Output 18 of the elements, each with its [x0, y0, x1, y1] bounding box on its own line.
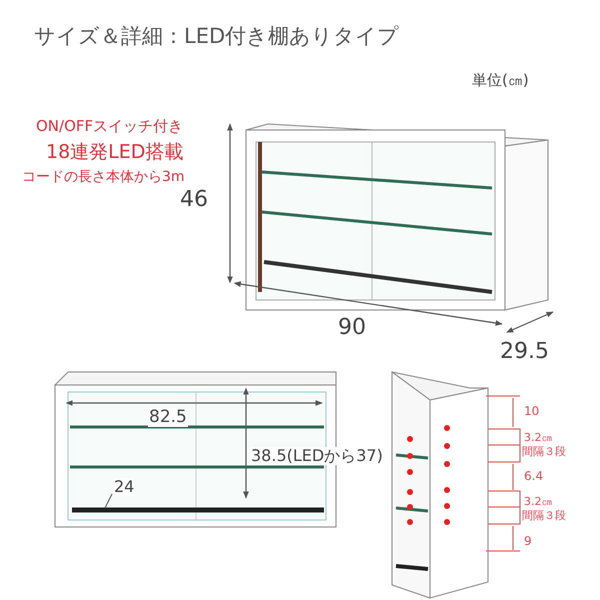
dimension-value: 82.5 [148, 408, 188, 427]
dimension-value: 38.5(LEDから37) [250, 447, 384, 465]
feature-note: ON/OFFスイッチ付き [36, 118, 184, 134]
dimension-value: 6.4 [524, 470, 544, 484]
dimension-value: 10 [524, 405, 540, 418]
dimension-value: 9 [524, 535, 532, 548]
dimension-value: 間隔３段 [522, 446, 566, 458]
dimension-value: 間隔３段 [522, 510, 566, 522]
dimension-value: 3.2㎝ [524, 432, 552, 444]
dimension-value: 29.5 [500, 340, 549, 364]
dimension-value: 90 [338, 316, 366, 340]
unit-note: 単位(㎝) [472, 72, 529, 88]
feature-note: コードの長さ本体から3m [22, 170, 185, 186]
dimension-value: 24 [113, 478, 136, 496]
dimension-value: 46 [180, 188, 208, 212]
feature-note: 18連発LED搭載 [46, 142, 184, 163]
dimension-value: 3.2㎝ [524, 496, 552, 508]
title: サイズ＆詳細：LED付き棚ありタイプ [34, 23, 400, 50]
